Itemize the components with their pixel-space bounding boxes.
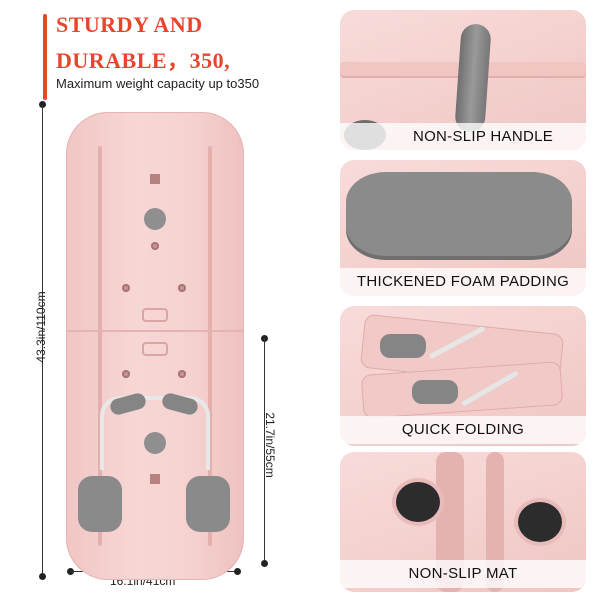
dimension-dot — [39, 101, 46, 108]
board-groove — [486, 452, 504, 592]
side-rail — [98, 146, 102, 546]
product-board — [66, 112, 244, 580]
label-background — [340, 268, 586, 296]
grip-disc — [144, 208, 166, 230]
slot — [142, 308, 168, 322]
screw — [122, 370, 130, 378]
label-background — [340, 416, 586, 444]
feature-label: THICKENED FOAM PADDING — [356, 273, 570, 290]
foot-pad — [78, 476, 122, 532]
feature-panel-handle: NON-SLIP HANDLE — [340, 10, 586, 150]
side-rail — [208, 146, 212, 546]
foot-pad — [380, 334, 426, 358]
dimension-line — [264, 338, 265, 564]
folded-height-label: 21.7in/55cm — [263, 412, 277, 478]
label-background — [340, 123, 586, 150]
foot-pad — [186, 476, 230, 532]
grip-disc — [144, 432, 166, 454]
weight-capacity-text: Maximum weight capacity up to350 — [56, 76, 260, 91]
foot-pad — [412, 380, 458, 404]
foam-pad — [346, 172, 572, 256]
label-background — [340, 560, 586, 588]
slot — [142, 342, 168, 356]
mount-bracket — [150, 174, 160, 184]
screw — [122, 284, 130, 292]
handle-tube — [454, 23, 492, 133]
feature-label: NON-SLIP MAT — [408, 565, 518, 582]
non-slip-mat — [518, 502, 562, 542]
feature-panel-folding: QUICK FOLDING — [340, 306, 586, 446]
dimension-dot — [39, 573, 46, 580]
feature-label: NON-SLIP HANDLE — [412, 128, 554, 145]
dimension-dot — [234, 568, 241, 575]
headline-accent-bar — [43, 14, 47, 100]
handle-bar — [100, 396, 210, 470]
feature-panel-mat: NON-SLIP MAT — [340, 452, 586, 592]
fold-seam — [66, 330, 244, 332]
mount-bracket — [150, 474, 160, 484]
feature-label: QUICK FOLDING — [401, 421, 525, 438]
height-label: 43.3in/110cm — [34, 291, 48, 363]
dimension-line — [42, 105, 43, 577]
non-slip-mat — [396, 482, 440, 522]
screw — [178, 284, 186, 292]
dimension-dot — [261, 560, 268, 567]
headline-line-1: STURDY AND — [56, 12, 203, 37]
headline-line-2: DURABLE，350, — [56, 48, 231, 73]
screw — [178, 370, 186, 378]
feature-panel-foam: THICKENED FOAM PADDING — [340, 160, 586, 296]
screw — [151, 242, 159, 250]
